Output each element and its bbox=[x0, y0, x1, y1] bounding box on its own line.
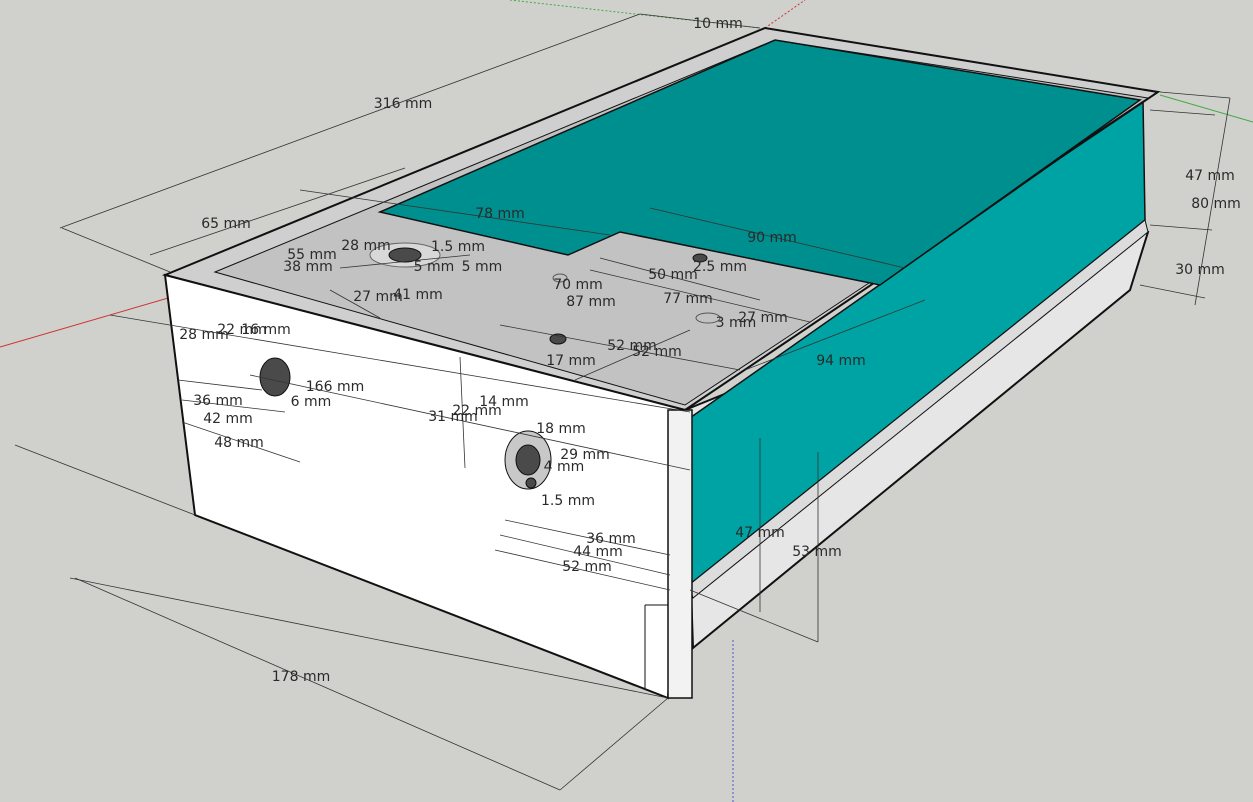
dimension-label: 30 mm bbox=[1175, 262, 1225, 278]
box-body bbox=[161, 26, 1161, 700]
dimension-label: 80 mm bbox=[1191, 196, 1241, 212]
dimension-label: 70 mm bbox=[553, 277, 603, 293]
dimension-label: 6 mm bbox=[291, 394, 332, 410]
dimension-label: 5 mm bbox=[414, 259, 455, 275]
dimension-label: 2.5 mm bbox=[693, 259, 747, 275]
dimension-label: 16 mm bbox=[241, 322, 291, 338]
dimension-label: 52 mm bbox=[607, 338, 657, 354]
front-hole-left bbox=[259, 357, 291, 397]
dimension-labels: 10 mm 316 mm 65 mm 78 mm 90 mm 28 mm 1.5 mm 55 … bbox=[179, 16, 1241, 685]
dimension-label: 47 mm bbox=[1185, 168, 1235, 184]
dimension-label: 53 mm bbox=[792, 544, 842, 560]
dimension-label: 3 mm bbox=[716, 315, 757, 331]
dimension-label: 28 mm bbox=[341, 238, 391, 254]
dimension-lines bbox=[14, 13, 1231, 791]
dimension-label: 166 mm bbox=[306, 379, 364, 395]
dimension-label: 22 mm bbox=[452, 403, 502, 419]
dimension-label: 31 mm bbox=[428, 409, 478, 425]
dimension-label: 38 mm bbox=[283, 259, 333, 275]
dimension-label: 316 mm bbox=[374, 96, 432, 112]
dimension-label: 22 mm bbox=[217, 322, 267, 338]
dimension-label: 94 mm bbox=[816, 353, 866, 369]
dimension-label: 36 mm bbox=[193, 393, 243, 409]
dimension-label: 52 mm bbox=[562, 559, 612, 575]
dimension-label: 178 mm bbox=[272, 669, 330, 685]
dimension-label: 5 mm bbox=[462, 259, 503, 275]
top-hole-small-b bbox=[692, 253, 708, 263]
axis-red-dashed bbox=[764, 0, 806, 29]
dimension-label: 27 mm bbox=[353, 289, 403, 305]
dimension-label: 78 mm bbox=[475, 206, 525, 222]
front-right-post bbox=[667, 409, 693, 699]
front-hole-small bbox=[525, 477, 537, 489]
dimension-label: 18 mm bbox=[536, 421, 586, 437]
dimension-label: 44 mm bbox=[573, 544, 623, 560]
top-hole-small-a bbox=[552, 273, 568, 283]
dimension-label: 48 mm bbox=[214, 435, 264, 451]
dimension-label: 28 mm bbox=[179, 327, 229, 343]
dimension-label: 47 mm bbox=[735, 525, 785, 541]
dimension-label: 4 mm bbox=[544, 459, 585, 475]
dimension-label: 1.5 mm bbox=[431, 239, 485, 255]
dimension-label: 1.5 mm bbox=[541, 493, 595, 509]
dimension-label: 10 mm bbox=[693, 16, 743, 32]
dimension-label: 27 mm bbox=[738, 310, 788, 326]
dimension-label: 87 mm bbox=[566, 294, 616, 310]
top-hole-main bbox=[388, 247, 422, 263]
dimension-label: 77 mm bbox=[663, 291, 713, 307]
dimension-label: 90 mm bbox=[747, 230, 797, 246]
dimension-label: 17 mm bbox=[546, 353, 596, 369]
axis-green-right bbox=[1159, 94, 1253, 123]
front-hole-inner bbox=[515, 444, 541, 476]
glass-top-panel bbox=[377, 39, 1142, 286]
dimension-label: 14 mm bbox=[479, 394, 529, 410]
dimension-label: 29 mm bbox=[560, 447, 610, 463]
top-hole-small-d bbox=[695, 312, 721, 324]
dimension-label: 50 mm bbox=[648, 267, 698, 283]
dimension-label: 36 mm bbox=[586, 531, 636, 547]
dimension-label: 42 mm bbox=[203, 411, 253, 427]
dimension-label: 52 mm bbox=[632, 344, 682, 360]
dimension-label: 55 mm bbox=[287, 247, 337, 263]
dimension-label: 65 mm bbox=[201, 216, 251, 232]
dimension-label: 41 mm bbox=[393, 287, 443, 303]
